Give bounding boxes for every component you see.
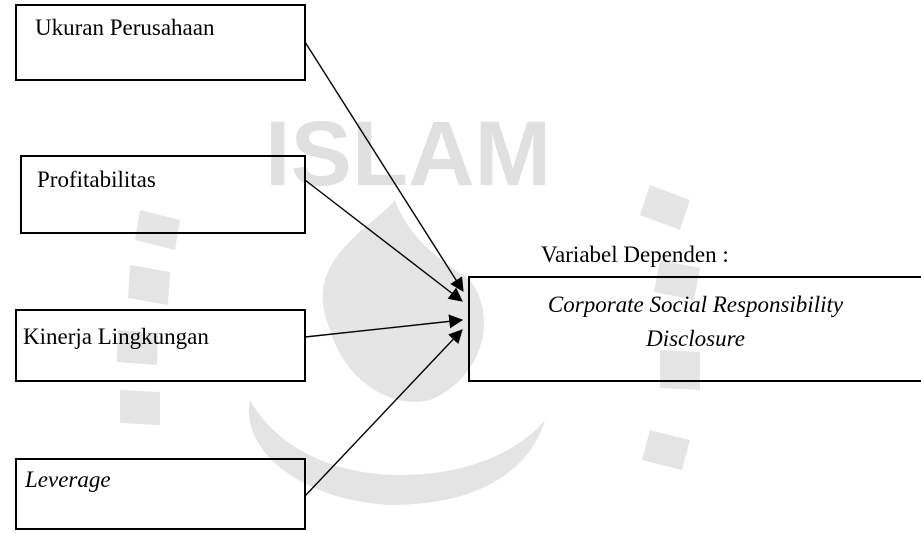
watermark-text: ISLAM (265, 103, 551, 205)
dependent-line-1: Corporate Social Responsibility (547, 292, 844, 317)
label-ukuran-perusahaan: Ukuran Perusahaan (35, 15, 215, 40)
arrow-ukuran-to-csr (304, 41, 464, 292)
box-csr-disclosure: Corporate Social Responsibility Disclosu… (468, 276, 921, 382)
dependent-line-2: Disclosure (646, 326, 745, 351)
label-kinerja-lingkungan: Kinerja Lingkungan (23, 324, 209, 349)
box-kinerja-lingkungan: Kinerja Lingkungan (15, 309, 306, 382)
dependent-heading: Variabel Dependen : (541, 242, 729, 267)
arrow-profitabilitas-to-csr (304, 179, 463, 302)
arrow-kinerja-to-csr (304, 314, 464, 338)
label-profitabilitas: Profitabilitas (37, 167, 156, 192)
label-leverage: Leverage (25, 467, 111, 492)
box-ukuran-perusahaan: Ukuran Perusahaan (15, 4, 306, 81)
arrow-leverage-to-csr (304, 329, 463, 497)
box-profitabilitas: Profitabilitas (20, 155, 306, 234)
box-leverage: Leverage (15, 458, 306, 530)
